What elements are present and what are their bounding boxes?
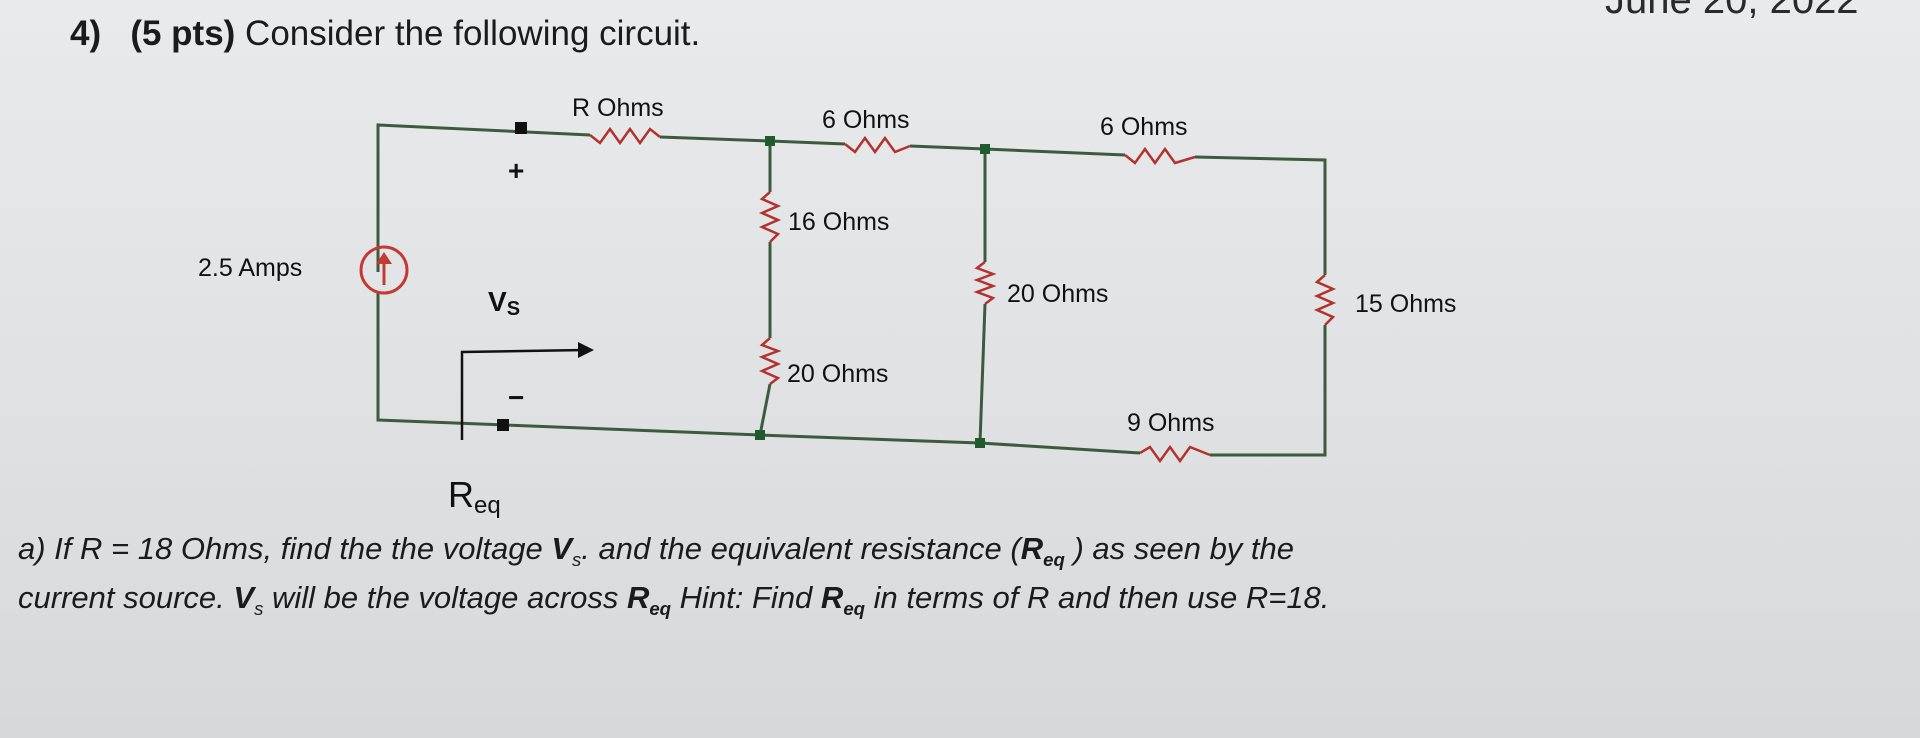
label-15-ohms: 15 Ohms <box>1355 290 1456 318</box>
resistor-6b <box>1124 146 1196 166</box>
terminal-plus <box>515 122 527 134</box>
vs-arrow <box>460 348 586 440</box>
problem-number: 4) <box>70 14 102 53</box>
resistor-9 <box>1139 444 1211 464</box>
label-6-ohms-b: 6 Ohms <box>1100 113 1188 141</box>
wire-top-left <box>376 123 591 272</box>
label-minus: − <box>508 382 524 413</box>
label-source: 2.5 Amps <box>198 254 302 282</box>
label-plus: + <box>508 155 524 186</box>
node-top-2 <box>980 144 990 154</box>
label-16-ohms: 16 Ohms <box>788 208 889 236</box>
node-bottom-2 <box>975 438 985 448</box>
node-bottom-1 <box>755 430 765 440</box>
label-20-ohms-b: 20 Ohms <box>1007 280 1108 308</box>
label-20-ohms-a: 20 Ohms <box>787 360 888 388</box>
problem-points: (5 pts) <box>130 14 236 53</box>
wire-20-bottom <box>758 383 772 436</box>
part-a-text: a) If R = 18 Ohms, find the the voltage … <box>18 528 1329 630</box>
wire-top-6a <box>769 139 846 146</box>
wire-bottom-right <box>1210 325 1327 457</box>
wire-top-r-to-16 <box>659 135 771 143</box>
resistor-6a <box>844 135 911 155</box>
part-a-line-1: a) If R = 18 Ohms, find the the voltage … <box>18 531 1295 571</box>
wire-top-6b <box>984 147 1126 157</box>
label-9-ohms: 9 Ohms <box>1127 409 1215 437</box>
header-date: June 20, 2022 <box>1605 0 1859 22</box>
node-top-1 <box>765 136 775 146</box>
current-source-icon <box>359 245 409 295</box>
wire-top-6a-right <box>909 144 986 151</box>
terminal-minus <box>497 419 509 431</box>
part-a-line-2: current source. Vs will be the voltage a… <box>18 580 1330 620</box>
wire-20b-bottom <box>978 303 987 444</box>
wire-top-right <box>1194 155 1327 275</box>
problem-title: 4) (5 pts) Consider the following circui… <box>70 14 700 54</box>
label-6-ohms-a: 6 Ohms <box>822 106 910 134</box>
wire-left-bottom <box>376 292 761 437</box>
resistor-20a <box>758 337 782 385</box>
resistor-15 <box>1313 274 1337 326</box>
label-r-ohms: R Ohms <box>572 94 664 122</box>
resistor-16 <box>758 191 782 243</box>
resistor-20b <box>973 261 997 305</box>
wire-bottom-9 <box>979 441 1141 455</box>
resistor-r <box>589 126 661 146</box>
label-vs: VS <box>488 286 520 320</box>
problem-title-text: Consider the following circuit. <box>245 14 701 53</box>
wire-bottom-mid <box>759 433 981 445</box>
label-req: Req <box>448 474 501 519</box>
vs-arrowhead <box>578 342 594 358</box>
